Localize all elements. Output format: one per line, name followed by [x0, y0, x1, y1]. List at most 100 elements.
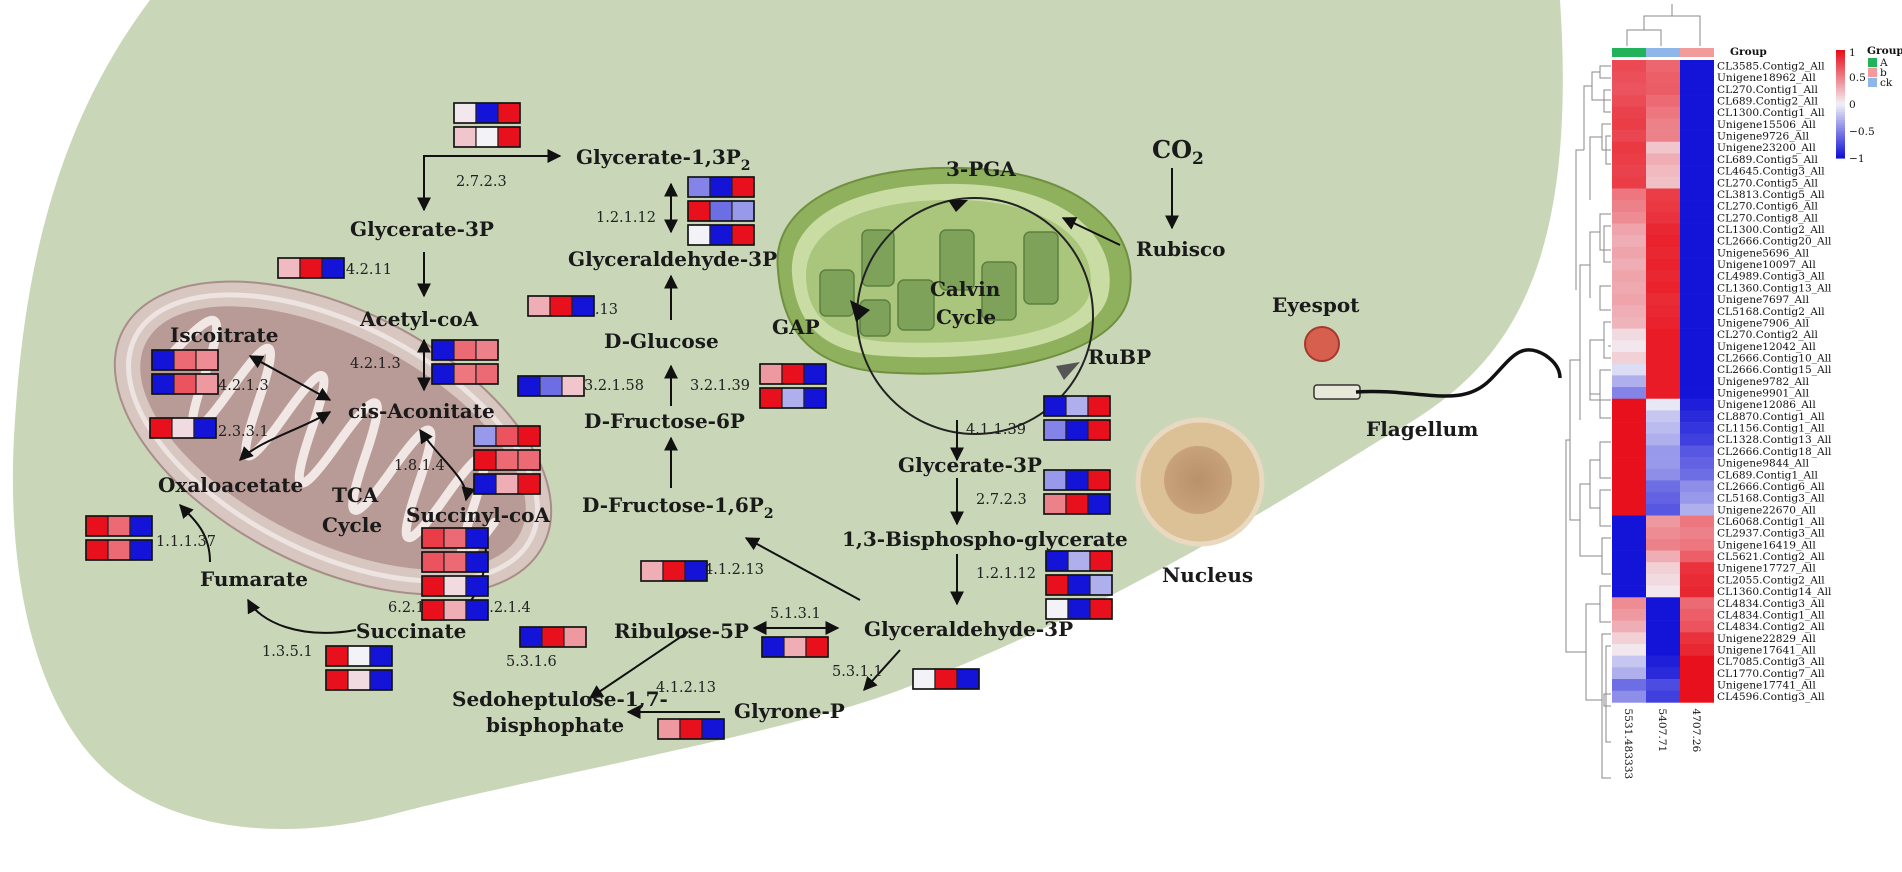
enzyme-box-outline [431, 363, 499, 385]
legend-group-swatch [1868, 68, 1877, 77]
heatmap-cell [1680, 363, 1714, 376]
heatmap-cell [1612, 60, 1646, 72]
heatmap-cell [1612, 410, 1646, 423]
ec-label: 6.2.1.4 [480, 600, 531, 616]
legend-scale-cell [1836, 106, 1845, 110]
heatmap-cell [1680, 632, 1714, 645]
heatmap-cell [1612, 457, 1646, 470]
heatmap-cell [1680, 118, 1714, 131]
heatmap-cell [1680, 106, 1714, 119]
oxaloacetate-label: Oxaloacetate [158, 473, 303, 497]
heatmap-cell [1612, 270, 1646, 283]
heatmap-cell [1612, 527, 1646, 540]
heatmap-cell [1646, 258, 1680, 271]
gene-label: Unigene16419_All [1717, 539, 1816, 551]
heatmap-cell [1680, 141, 1714, 154]
iscoitrate-label: Iscoitrate [170, 323, 278, 347]
heatmap-cell [1680, 468, 1714, 481]
heatmap-cell [1680, 305, 1714, 318]
heatmap-cell [1612, 130, 1646, 143]
heatmap-cell [1646, 340, 1680, 353]
heatmap-cell [1680, 503, 1714, 516]
nucleus-label: Nucleus [1162, 563, 1253, 587]
heatmap-cell [1646, 573, 1680, 586]
heatmap-cell [1612, 398, 1646, 411]
heatmap-cell [1680, 387, 1714, 400]
enzyme-heat-cell [497, 102, 521, 124]
heatmap-cell [1680, 246, 1714, 259]
enzyme-heat-cell [151, 373, 175, 395]
cis-aconitate-label: cis-Aconitate [348, 399, 495, 423]
ec-label: 2.3.3.1 [218, 424, 269, 440]
enzyme-heat-cell [369, 645, 393, 667]
enzyme-heat-cell [195, 349, 219, 371]
heatmap-cell [1612, 375, 1646, 388]
acetyl-coa-label: Acetyl-coA [359, 307, 479, 331]
enzyme-heat-cell [1043, 469, 1067, 491]
legend-scale-tick: 1 [1849, 47, 1856, 59]
enzyme-box-outline [149, 417, 217, 439]
gene-label: CL2666.Contig6_All [1717, 481, 1825, 493]
gene-label: Unigene7697_All [1717, 294, 1810, 306]
gene-label: Unigene17641_All [1717, 644, 1816, 656]
heatmap-cell [1612, 83, 1646, 96]
enzyme-heat-cell [1065, 469, 1089, 491]
enzyme-box-outline [657, 718, 725, 740]
heatmap-cell [1680, 667, 1714, 680]
ec-label: 1.1.1.37 [156, 534, 216, 550]
enzyme-heat-cell [475, 339, 499, 361]
gene-label: Unigene9844_All [1717, 458, 1810, 470]
heatmap-cell [1612, 632, 1646, 645]
legend-scale-cell [1836, 155, 1845, 159]
gene-label: CL2055.Contig2_All [1717, 574, 1825, 586]
legend-scale-cell [1836, 128, 1845, 132]
calvin-label-line2: Cycle [936, 305, 996, 329]
enzyme-box-outline [687, 176, 755, 198]
enzyme-box-outline [687, 224, 755, 246]
heatmap-cell [1646, 375, 1680, 388]
heatmap-cell [1612, 585, 1646, 598]
heatmap-cell [1612, 71, 1646, 84]
gene-label: CL689.Contig1_All [1717, 469, 1819, 481]
heatmap-cell [1680, 60, 1714, 72]
heatmap-cell [1612, 95, 1646, 108]
enzyme-heat-cell [781, 363, 805, 385]
enzyme-heat-cell [421, 527, 445, 549]
heatmap-cell [1612, 690, 1646, 703]
heatmap-cell [1646, 270, 1680, 283]
heatmap-cell [1612, 258, 1646, 271]
heatmap-cell [1646, 644, 1680, 656]
heatmap-cell [1680, 270, 1714, 283]
heatmap-cell [1612, 153, 1646, 166]
enzyme-box-outline [1043, 493, 1111, 515]
heatmap-cell [1680, 235, 1714, 248]
heatmap-cell [1646, 188, 1680, 201]
succinyl-coa-label: Succinyl-coA [406, 503, 551, 527]
gene-label: CL1156.Contig1_All [1717, 423, 1825, 435]
heatmap-cell [1680, 562, 1714, 575]
legend-scale-cell [1836, 139, 1845, 143]
ec-label: 5.3.1.1 [832, 664, 883, 680]
enzyme-heat-cell [149, 417, 173, 439]
heatmap-cell [1646, 503, 1680, 516]
heatmap-cell [1646, 655, 1680, 668]
gene-label: CL4834.Contig3_All [1717, 598, 1825, 610]
flagellum [1313, 348, 1562, 400]
ec-label: 3.2.1.58 [584, 378, 644, 394]
enzyme-heat-cell [299, 257, 323, 279]
legend-scale-cell [1836, 147, 1845, 151]
legend-scale-cell [1836, 90, 1845, 94]
enzyme-heat-cell [107, 515, 131, 537]
heatmap-cell [1646, 608, 1680, 621]
heatmap-cell [1612, 480, 1646, 493]
enzyme-heat-cell [497, 126, 521, 148]
legend-scale-cell [1836, 114, 1845, 119]
legend-scale-cell [1836, 52, 1845, 56]
heatmap-cell [1646, 480, 1680, 493]
glycerate-13p2-label: Glycerate-1,3P2 [576, 145, 751, 174]
heatmap-cell [1612, 211, 1646, 224]
enzyme-heat-cell [934, 668, 958, 690]
heatmap-cell [1612, 608, 1646, 621]
enzyme-heat-cell [173, 349, 197, 371]
